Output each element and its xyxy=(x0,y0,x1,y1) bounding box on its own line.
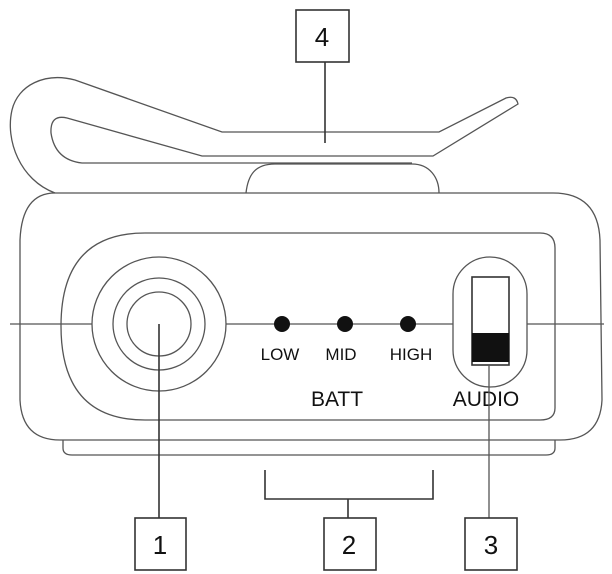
led-high xyxy=(400,316,416,332)
callout-3: 3 xyxy=(464,517,518,571)
belt-clip xyxy=(9,76,519,194)
svg-text:3: 3 xyxy=(484,530,498,560)
label-batt: BATT xyxy=(311,388,363,411)
label-high: HIGH xyxy=(390,345,433,364)
led-low xyxy=(274,316,290,332)
svg-text:2: 2 xyxy=(342,530,356,560)
bracket-2 xyxy=(264,470,434,518)
svg-text:4: 4 xyxy=(315,22,329,52)
body-bottom-tab xyxy=(62,440,556,456)
label-low: LOW xyxy=(261,345,300,364)
front-panel xyxy=(60,232,556,421)
device-body xyxy=(19,192,603,441)
led-mid xyxy=(337,316,353,332)
switch-knob xyxy=(472,333,509,362)
callout-1: 1 xyxy=(134,517,187,571)
switch-recess xyxy=(452,256,528,388)
label-audio: AUDIO xyxy=(453,388,520,411)
svg-text:1: 1 xyxy=(153,530,167,560)
audio-switch[interactable] xyxy=(471,276,510,366)
callout-4: 4 xyxy=(295,9,350,63)
label-mid: MID xyxy=(325,345,356,364)
callout-2: 2 xyxy=(323,517,377,571)
clip-mount xyxy=(245,163,440,194)
